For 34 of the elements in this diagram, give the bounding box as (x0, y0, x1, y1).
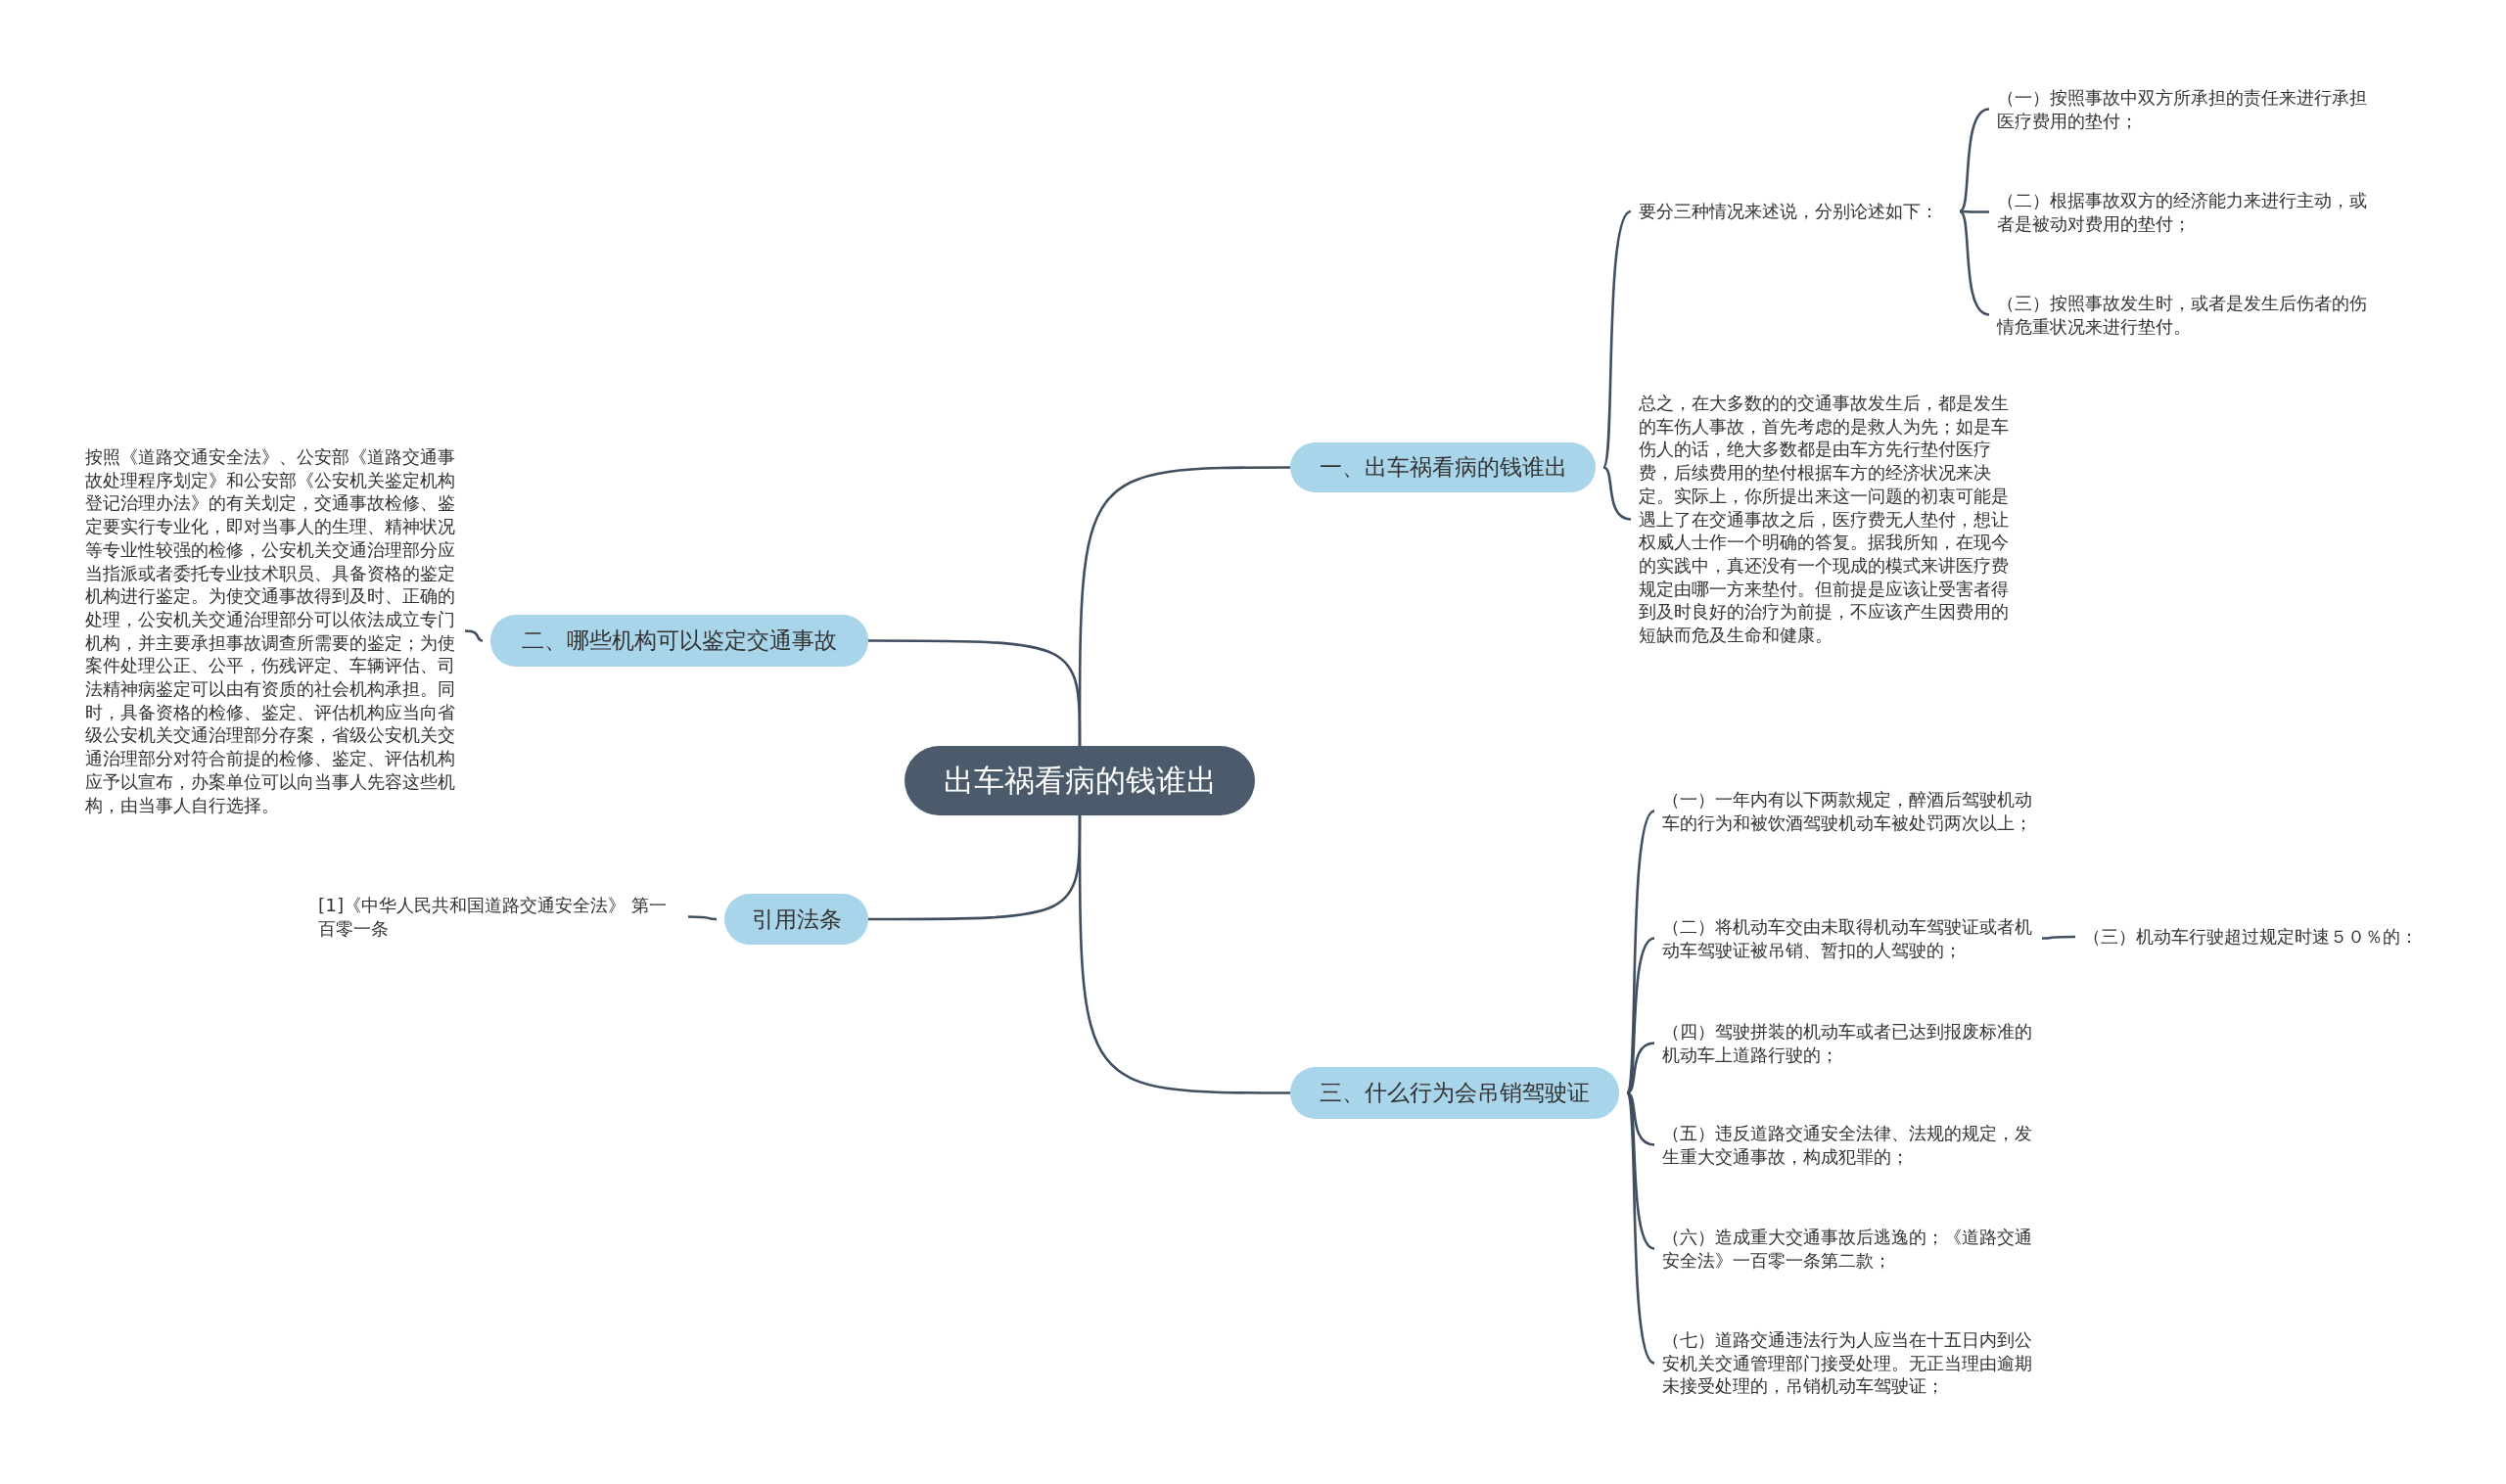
branch-text: （一）一年内有以下两款规定，醉酒后驾驶机动车的行为和被饮酒驾驶机动车被处罚两次以上； (1662, 788, 2034, 835)
connector-line (1625, 1091, 1655, 1365)
connector-line (868, 639, 1082, 746)
branch-text: （三）按照事故发生时，或者是发生后伤者的伤情危重状况来进行垫付。 (1997, 292, 2379, 339)
branch-text: （六）造成重大交通事故后逃逸的；《道路交通安全法》一百零一条第二款； (1662, 1226, 2034, 1273)
branch-text: 按照《道路交通安全法》、公安部《道路交通事故处理程序划定》和公安部《公安机关鉴定机构登记治理办法》的有关划定，交通事故检修、鉴定要实行专业化，即对当事人的生理、精神状况等专业性较强的检修，公安机关交通治理部分应当指派或者委托专业技术职员、具备资格的鉴定机构进行鉴定。为使交通事故得到及时、正确的处理，公安机关交通治理部分可以依法成立专门机构，并主要承担事故调查所需要的鉴定；为使案件处理公正、公平，伤残评定、车辆评估、司法精神病鉴定可以由有资质的社会机构承担。同时，具备资格的检修、鉴定、评估机构应当向省级公安机关交通治理部分存案，省级公安机关交通治理部分对符合前提的检修、鉴定、评估机构应予以宣布，办案单位可以向当事人先容这些机构，由当事人自行选择。 (85, 445, 457, 817)
branch-text: [1]《中华人民共和国道路交通安全法》 第一百零一条 (318, 894, 680, 941)
branch-text: （一）按照事故中双方所承担的责任来进行承担医疗费用的垫付； (1997, 86, 2379, 133)
branch-text: （四）驾驶拼装的机动车或者已达到报废标准的机动车上道路行驶的； (1662, 1020, 2034, 1067)
branch-text: （五）违反道路交通安全法律、法规的规定，发生重大交通事故，构成犯罪的； (1662, 1122, 2034, 1169)
topic-box: 三、什么行为会吊销驾驶证 (1290, 1067, 1619, 1119)
topic-box: 一、出车祸看病的钱谁出 (1290, 442, 1596, 492)
branch-text: （三）机动车行驶超过规定时速５０％的： (2083, 925, 2426, 949)
connector-line (1078, 815, 1290, 1094)
branch-text: （七）道路交通违法行为人应当在十五日内到公安机关交通管理部门接受处理。无正当理由逾期未接受处理的，吊销机动车驾驶证； (1662, 1328, 2034, 1399)
connector-line (1959, 108, 1990, 213)
branch-text: 总之，在大多数的的交通事故发生后，都是发生的车伤人事故，首先考虑的是救人为先；如是车伤人的话，绝大多数都是由车方先行垫付医疗费，后续费用的垫付根据车方的经济状况来决定。实际上，你所提出来这一问题的初衷可能是遇上了在交通事故之后，医疗费无人垫付，想让权威人士作一个明确的答复。据我所知，在现今的实践中，真还没有一个现成的模式来讲医疗费规定由哪一方来垫付。但前提是应该让受害者得到及时良好的治疗为前提，不应该产生因费用的短缺而危及生命和健康。 (1639, 392, 2011, 647)
branch-text: （二）将机动车交由未取得机动车驾驶证或者机动车驾驶证被吊销、暂扣的人驾驶的； (1662, 915, 2034, 962)
connector-line (1626, 1091, 1655, 1146)
connector-line (1626, 1042, 1655, 1094)
connector-line (1626, 937, 1655, 1094)
connector-line (1626, 1091, 1655, 1250)
branch-text: 要分三种情况来述说，分别论述如下： (1639, 200, 1952, 223)
topic-box: 引用法条 (724, 894, 868, 945)
topic-box: 二、哪些机构可以鉴定交通事故 (490, 615, 868, 667)
connector-line (1960, 209, 1989, 213)
connector-line (1602, 466, 1632, 521)
connector-line (2042, 935, 2075, 940)
connector-line (688, 915, 718, 921)
connector-line (1601, 210, 1632, 469)
connector-line (464, 629, 484, 642)
connector-line (1959, 209, 1990, 316)
central-topic-box: 出车祸看病的钱谁出 (905, 746, 1255, 815)
branch-text: （二）根据事故双方的经济能力来进行主动，或者是被动对费用的垫付； (1997, 189, 2379, 236)
